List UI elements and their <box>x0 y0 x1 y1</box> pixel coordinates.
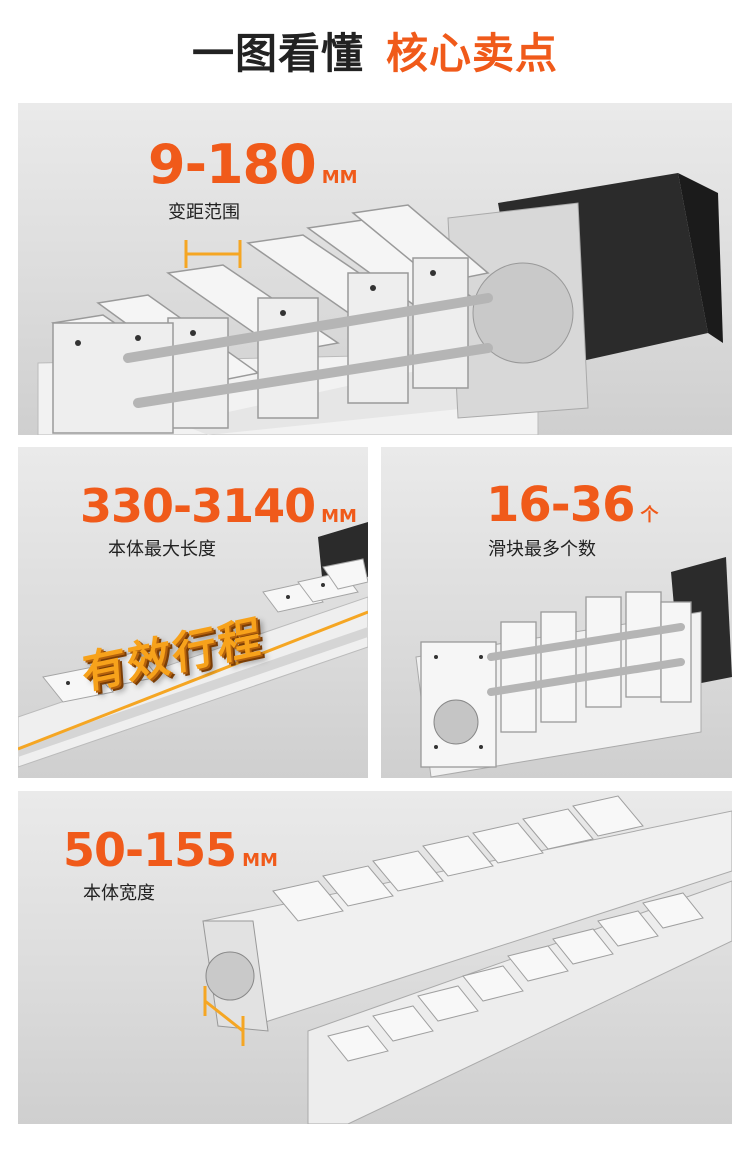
slider-label: 滑块最多个数 <box>488 539 596 560</box>
length-label: 本体最大长度 <box>108 539 216 560</box>
pitch-unit: MM <box>321 167 358 188</box>
slider-count-panel: 16-36 个 滑块最多个数 <box>381 447 732 778</box>
pitch-value: 9-180 <box>148 133 317 196</box>
title-accent: 核心卖点 <box>386 28 559 78</box>
length-spec: 330-3140 MM 本体最大长度 <box>80 479 357 561</box>
slider-module-image <box>415 557 732 778</box>
header: 一图看懂 核心卖点 <box>0 0 750 100</box>
pitch-range-panel: 9-180 MM 变距范围 <box>18 103 732 435</box>
variable-pitch-module-image <box>37 173 723 435</box>
linear-module-length-image <box>18 522 368 768</box>
pitch-spec: 9-180 MM 变距范围 <box>148 133 358 224</box>
dual-module-width-image <box>202 795 732 1124</box>
body-length-panel: 有效行程 330-3140 MM 本体最大长度 <box>18 447 368 778</box>
slider-value: 16-36 <box>486 477 636 533</box>
title: 一图看懂 核心卖点 <box>192 20 558 81</box>
slider-unit: 个 <box>640 505 659 526</box>
width-spec: 50-155 MM 本体宽度 <box>63 823 278 905</box>
width-unit: MM <box>242 850 278 871</box>
pitch-indicator <box>184 240 242 268</box>
body-width-panel: 50-155 MM 本体宽度 <box>18 791 732 1124</box>
length-unit: MM <box>321 506 357 527</box>
title-main: 一图看懂 <box>191 28 364 78</box>
length-value: 330-3140 <box>80 479 316 533</box>
width-value: 50-155 <box>63 823 237 877</box>
stroke-line <box>18 610 368 751</box>
pitch-label: 变距范围 <box>168 202 240 223</box>
slider-spec: 16-36 个 滑块最多个数 <box>486 477 659 561</box>
width-indicator <box>203 986 245 1046</box>
width-label: 本体宽度 <box>83 883 155 904</box>
